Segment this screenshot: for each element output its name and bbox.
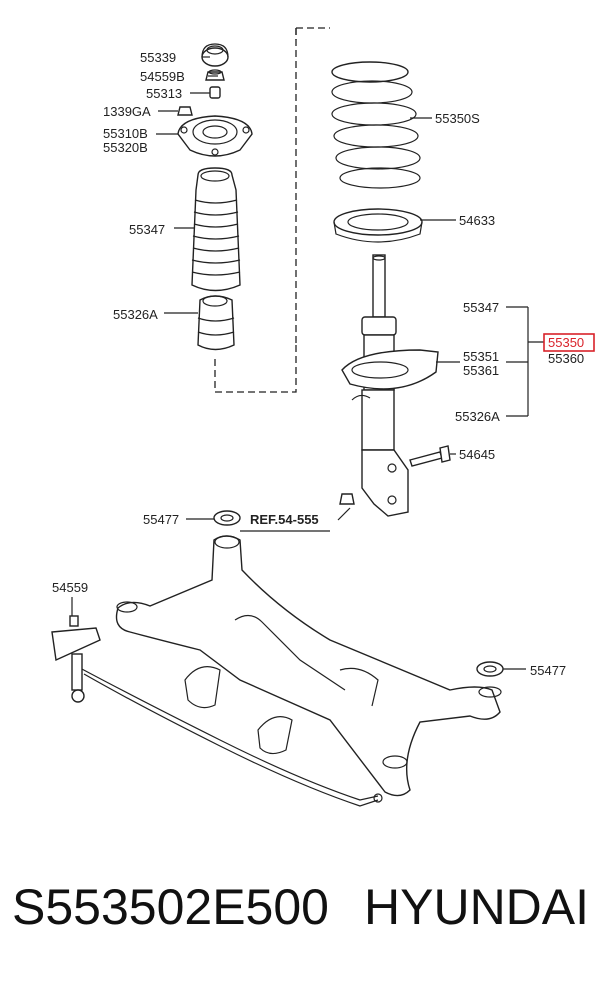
label-54559B: 54559B	[140, 69, 185, 84]
part-55350S-coil-spring	[331, 61, 421, 189]
label-55339: 55339	[140, 50, 176, 65]
part-54633-spring-seat	[333, 208, 423, 243]
highlight-box-55350	[543, 333, 595, 352]
part-rear-subframe	[115, 535, 502, 797]
group-dashed-outline	[214, 28, 297, 393]
label-55477-left: 55477	[143, 512, 179, 527]
label-55350S: 55350S	[435, 111, 480, 126]
label-55310B: 55310B	[103, 126, 148, 141]
part-number: S553502E500	[12, 879, 329, 935]
label-55347-right: 55347	[463, 300, 499, 315]
label-55313: 55313	[146, 86, 182, 101]
label-55477-right: 55477	[530, 663, 566, 678]
label-1339GA: 1339GA	[103, 104, 151, 119]
part-55326A-bump-stop	[197, 295, 235, 351]
part-small-nut	[339, 493, 355, 505]
label-55347-left: 55347	[129, 222, 165, 237]
label-55326A-left: 55326A	[113, 307, 158, 322]
part-55350-strut-assembly	[341, 254, 439, 517]
part-55310B-mount	[177, 115, 253, 157]
label-55360: 55360	[548, 351, 584, 366]
part-55347-dust-boot	[191, 167, 241, 292]
label-54559: 54559	[52, 580, 88, 595]
leader-lines	[71, 56, 546, 670]
label-55326A-right: 55326A	[455, 409, 500, 424]
part-stabilizer-bar	[79, 667, 383, 807]
label-54633: 54633	[459, 213, 495, 228]
part-55339-cap	[201, 43, 229, 67]
brand-name: HYUNDAI	[364, 879, 590, 935]
footer-caption: S553502E500 HYUNDAI	[0, 878, 600, 948]
label-55361: 55361	[463, 363, 499, 378]
part-54559B-nut	[205, 69, 225, 81]
part-54645-bolt	[409, 445, 451, 467]
part-1339GA-nut	[177, 106, 193, 116]
label-55320B: 55320B	[103, 140, 148, 155]
ref-label: REF.54-555	[250, 512, 319, 527]
part-55313-spacer	[209, 86, 221, 99]
part-54559-stabilizer-link	[51, 615, 101, 703]
label-55351: 55351	[463, 349, 499, 364]
label-54645: 54645	[459, 447, 495, 462]
part-55477-washer-right	[476, 661, 504, 677]
part-55477-washer-left	[213, 510, 241, 526]
label-55350: 55350	[548, 335, 584, 350]
